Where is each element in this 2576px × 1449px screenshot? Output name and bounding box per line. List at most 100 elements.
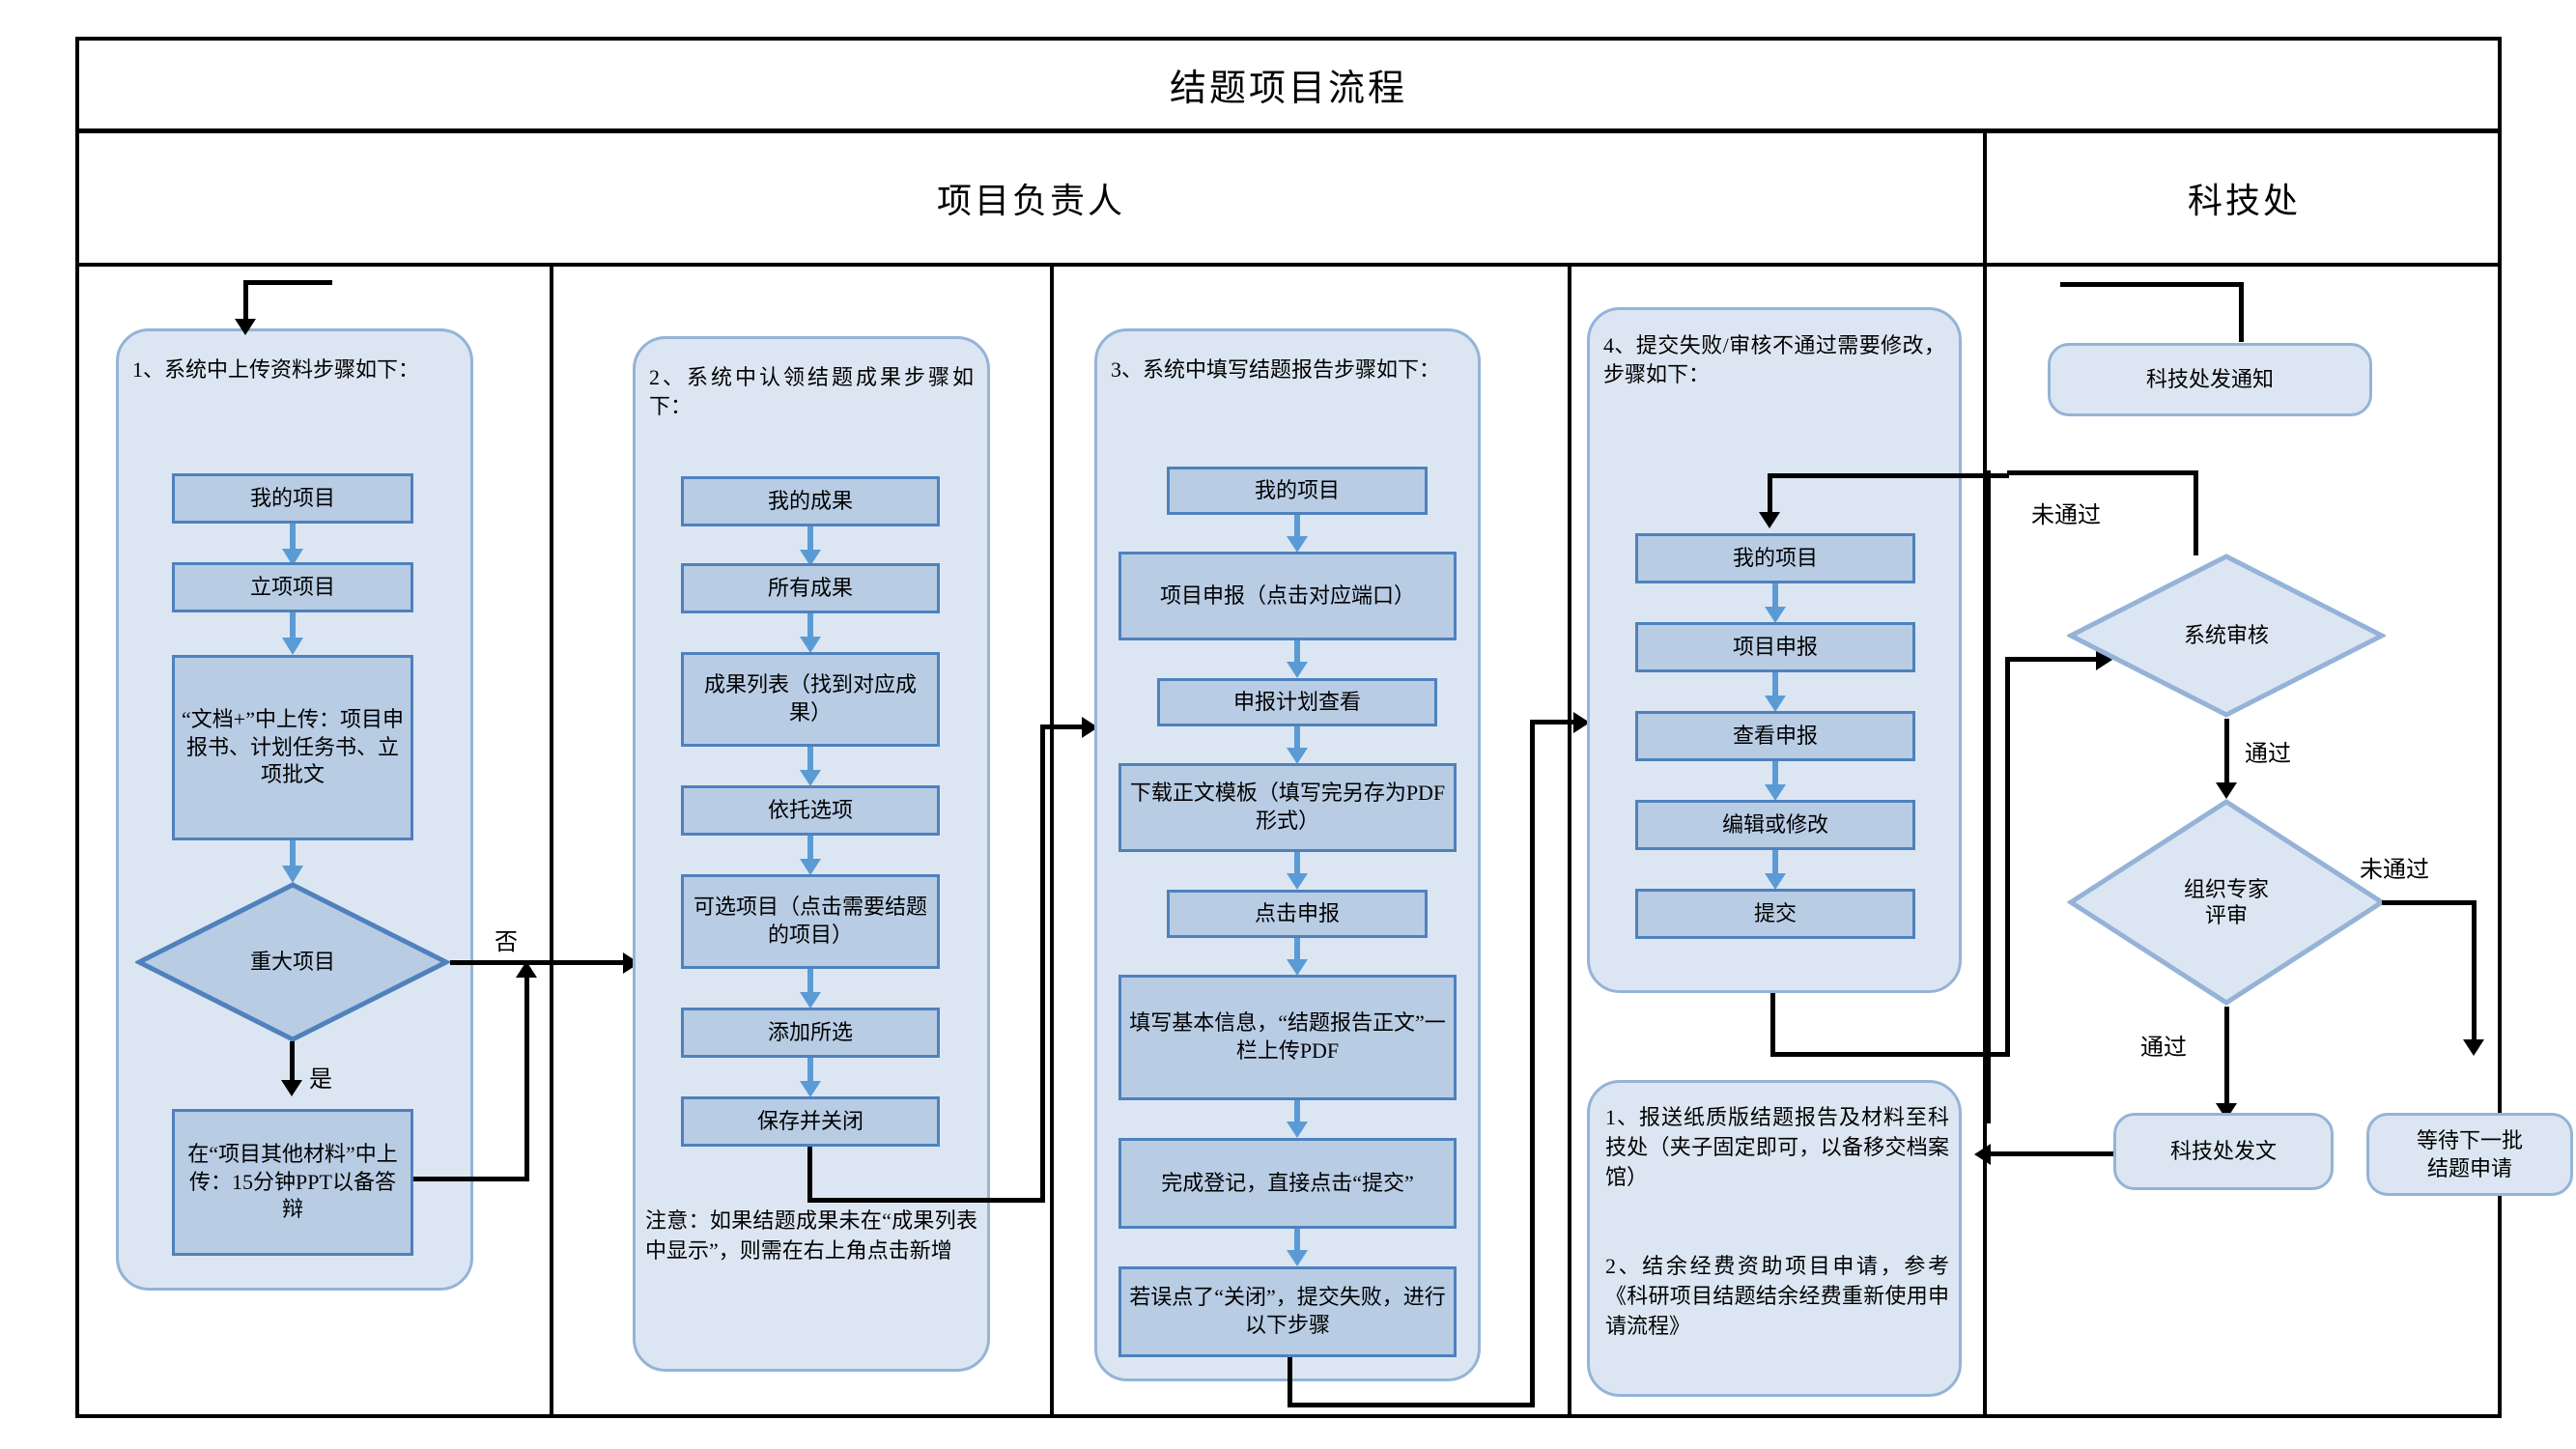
lane-header-owner-label: 项目负责人 <box>936 182 1125 220</box>
step-c4s4[interactable]: 编辑或修改 <box>1635 800 1915 850</box>
step-c2s5[interactable]: 可选项目（点击需要结题的项目） <box>681 874 940 969</box>
arrow-c1s2-c1s3 <box>278 612 307 659</box>
step-c2s4[interactable]: 依托选项 <box>681 785 940 836</box>
page-title: 结题项目流程 <box>1169 69 1407 109</box>
node-wait-next-batch-line1: 等待下一批 <box>2416 1127 2523 1152</box>
conn-c2-to-c3-h1 <box>807 1198 1045 1203</box>
arrow-c2s5-c2s6 <box>796 969 825 1011</box>
arrow-c3s2-c3s3 <box>1283 640 1312 681</box>
loopback-arrowhead-col1 <box>516 961 537 978</box>
arrow-c2s2-c2s3 <box>796 613 825 656</box>
branch-fail2-h <box>2382 900 2477 905</box>
step-c3s3[interactable]: 申报计划查看 <box>1157 678 1437 726</box>
conn-start-feed-h <box>2060 282 2244 287</box>
group-col3-heading: 3、系统中填写结题报告步骤如下： <box>1111 357 1441 382</box>
step-c2s6[interactable]: 添加所选 <box>681 1008 940 1058</box>
step-c2s7[interactable]: 保存并关闭 <box>681 1096 940 1147</box>
branch-yes-arrowhead-col1 <box>281 1080 302 1096</box>
arrow-c4s4-c4s5 <box>1761 850 1790 893</box>
conn-c4s5-v2 <box>2005 657 2010 1057</box>
arrow-c3s7-c3s8 <box>1283 1229 1312 1269</box>
lane-header-office: 科技处 <box>1987 133 2502 263</box>
final-note-line1: 1、报送纸质版结题报告及材料至科技处（夹子固定即可，以备移交档案馆） <box>1605 1105 1949 1190</box>
conn-c2-to-c3-v <box>807 1147 812 1203</box>
branch-no-line-col1 <box>450 960 630 965</box>
branch-pass2-label: 通过 <box>2140 1036 2187 1061</box>
step-c2s5-label: 可选项目（点击需要结题的项目） <box>693 895 927 947</box>
step-c3s5[interactable]: 点击申报 <box>1167 890 1428 938</box>
final-note-box: 1、报送纸质版结题报告及材料至科技处（夹子固定即可，以备移交档案馆） 2、结余经… <box>1587 1080 1962 1397</box>
step-c3s8-label: 若误点了“关闭”，提交失败，进行以下步骤 <box>1129 1285 1446 1337</box>
conn-c4s5-v <box>1770 993 1775 1057</box>
column-separator-3 <box>1568 267 1571 1414</box>
branch-fail1-h <box>2007 470 2198 475</box>
step-c3s7[interactable]: 完成登记，直接点击“提交” <box>1118 1138 1457 1229</box>
conn-start-feed-v <box>2239 282 2244 342</box>
arrow-c2s1-c2s2 <box>796 526 825 569</box>
node-office-notice[interactable]: 科技处发通知 <box>2048 343 2372 416</box>
step-c3s6-label: 填写基本信息，“结题报告正文”一栏上传PDF <box>1129 1010 1446 1063</box>
conn-office-to-c4-arrowhead <box>1759 512 1780 528</box>
conn-c3-to-c4-h2 <box>1530 720 1580 724</box>
step-c1s3[interactable]: “文档+”中上传：项目申报书、计划任务书、立项批文 <box>172 655 413 840</box>
entry-arrowhead-col1 <box>235 319 256 335</box>
loopback-line-v-col1 <box>524 976 529 1180</box>
decision-expert-review[interactable]: 组织专家 评审 <box>2067 798 2386 1007</box>
step-c2s1[interactable]: 我的成果 <box>681 476 940 526</box>
node-wait-next-batch[interactable]: 等待下一批 结题申请 <box>2366 1113 2573 1196</box>
conn-c3-to-c4-arrowhead <box>1573 712 1590 733</box>
step-c1s1[interactable]: 我的项目 <box>172 473 413 524</box>
branch-fail2-arrowhead <box>2463 1039 2484 1056</box>
step-c2s3-label: 成果列表（找到对应成果） <box>703 672 917 724</box>
conn-c2-to-c3-h2 <box>1040 724 1089 729</box>
step-c4s3[interactable]: 查看申报 <box>1635 711 1915 761</box>
step-c1s2[interactable]: 立项项目 <box>172 562 413 612</box>
arrow-c1s1-c1s2 <box>278 524 307 570</box>
column-separator-4 <box>1983 267 1987 1414</box>
loop-rail-v-left <box>1986 470 1991 1123</box>
step-c3s2-label: 项目申报（点击对应端口） <box>1159 582 1415 608</box>
step-c4s5[interactable]: 提交 <box>1635 889 1915 939</box>
conn-office-to-c4-h <box>1768 473 2009 478</box>
conn-c2-to-c3-v2 <box>1040 724 1045 1203</box>
step-c3s1[interactable]: 我的项目 <box>1167 467 1428 515</box>
arrow-c3s1-c3s2 <box>1283 515 1312 555</box>
conn-c3-to-c4-h1 <box>1288 1403 1535 1407</box>
diagram-title-band: 结题项目流程 <box>75 37 2502 133</box>
step-c2s2[interactable]: 所有成果 <box>681 563 940 613</box>
arrow-c3s3-c3s4 <box>1283 726 1312 767</box>
arrow-c4s2-c4s3 <box>1761 672 1790 715</box>
arrow-c3s6-c3s7 <box>1283 1100 1312 1141</box>
step-c3s8[interactable]: 若误点了“关闭”，提交失败，进行以下步骤 <box>1118 1266 1457 1357</box>
step-c3s6[interactable]: 填写基本信息，“结题报告正文”一栏上传PDF <box>1118 975 1457 1100</box>
decision-c1d1[interactable]: 重大项目 <box>135 881 450 1043</box>
swimlane-header-band: 项目负责人 科技处 <box>75 133 2502 267</box>
step-c1s4[interactable]: 在“项目其他材料”中上传：15分钟PPT以备答辩 <box>172 1109 413 1256</box>
arrow-c4s3-c4s4 <box>1761 761 1790 804</box>
lane-header-owner: 项目负责人 <box>79 133 1987 263</box>
step-c3s2[interactable]: 项目申报（点击对应端口） <box>1118 552 1457 640</box>
swimlane-body-band <box>75 267 2502 1418</box>
step-c4s2[interactable]: 项目申报 <box>1635 622 1915 672</box>
branch-no-label-col1: 否 <box>495 930 518 955</box>
decision-system-review[interactable]: 系统审核 <box>2067 553 2386 719</box>
entry-line-v-col1 <box>243 280 248 321</box>
group-col2-heading: 2、系统中认领结题成果步骤如下： <box>649 365 974 419</box>
branch-pass1-arrowhead <box>2216 782 2237 799</box>
conn-c4s5-h2 <box>2005 657 2104 662</box>
conn-c3-to-c4-v <box>1288 1357 1292 1407</box>
arrow-c2s3-c2s4 <box>796 747 825 789</box>
step-c4s1[interactable]: 我的项目 <box>1635 533 1915 583</box>
decision-expert-review-line1: 组织专家 <box>2183 876 2269 901</box>
column-separator-2 <box>1050 267 1054 1414</box>
decision-system-review-label: 系统审核 <box>2183 623 2269 648</box>
node-wait-next-batch-line2: 结题申请 <box>2426 1156 2512 1180</box>
conn-office-to-c4-v <box>1768 473 1772 516</box>
branch-fail1-v <box>2194 470 2198 555</box>
step-c1s4-label: 在“项目其他材料”中上传：15分钟PPT以备答辩 <box>187 1142 398 1222</box>
branch-pass1-v <box>2224 719 2229 788</box>
step-c3s4[interactable]: 下载正文模板（填写完另存为PDF形式） <box>1118 763 1457 852</box>
step-c2s3[interactable]: 成果列表（找到对应成果） <box>681 652 940 747</box>
node-office-publish[interactable]: 科技处发文 <box>2113 1113 2334 1190</box>
